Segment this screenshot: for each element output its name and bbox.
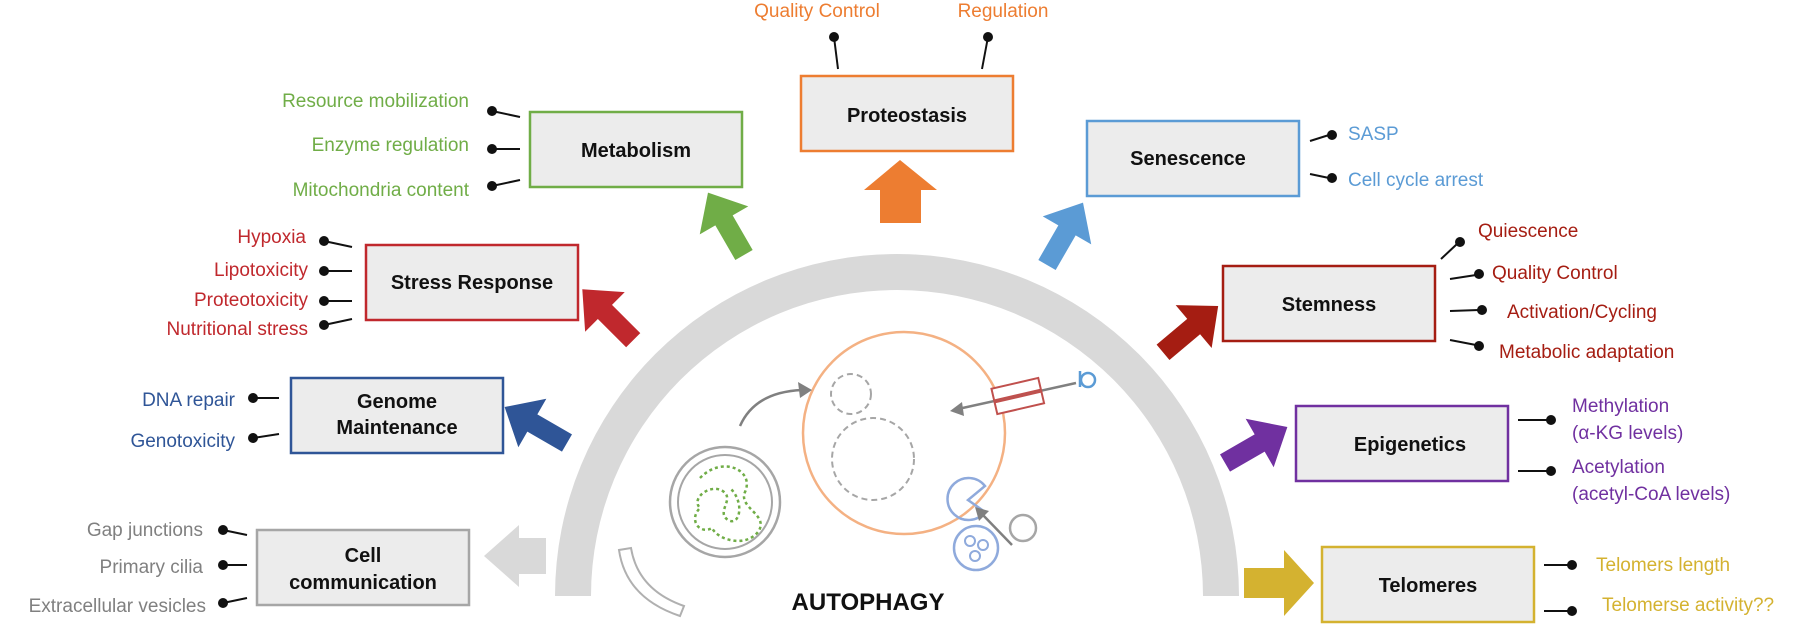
proteostasis-arrow bbox=[864, 160, 937, 223]
genome-box bbox=[289, 376, 505, 455]
epigenetics-item: (acetyl-CoA levels) bbox=[1572, 484, 1730, 505]
senescence-box bbox=[1085, 119, 1301, 198]
mvb-vesicle bbox=[977, 539, 989, 551]
epigenetics-item: (α-KG levels) bbox=[1572, 423, 1683, 444]
senescence-item: Cell cycle arrest bbox=[1348, 170, 1484, 191]
mvb-vesicle bbox=[964, 535, 976, 547]
lysosome bbox=[801, 330, 1007, 536]
stress-item: Proteotoxicity bbox=[194, 290, 309, 311]
transporter-icon bbox=[990, 376, 1046, 416]
mvb-vesicle bbox=[969, 550, 981, 562]
metabolism-item: Resource mobilization bbox=[282, 91, 469, 112]
cell-communication-label: Cell bbox=[345, 545, 382, 567]
fusion-arrowhead bbox=[798, 382, 812, 398]
epigenetics-item: Methylation bbox=[1572, 396, 1669, 417]
transporter-arrowhead bbox=[950, 402, 964, 416]
epigenetics-arrow bbox=[1220, 418, 1288, 472]
module-genome: Genome Maintenance DNA repair Genotoxici… bbox=[130, 376, 505, 455]
module-senescence: Senescence SASP Cell cycle arrest bbox=[1085, 119, 1484, 198]
genome-label: Genome bbox=[357, 391, 437, 413]
senescence-arrow bbox=[1038, 202, 1092, 270]
autophagy-arc bbox=[555, 254, 1239, 596]
cargo-squiggle bbox=[693, 465, 762, 543]
telomeres-arrow bbox=[1244, 550, 1314, 616]
stress-item: Hypoxia bbox=[237, 227, 306, 248]
stemness-label: Stemness bbox=[1282, 294, 1377, 316]
phagophore-crescent bbox=[617, 546, 686, 618]
module-proteostasis: Proteostasis Quality Control Regulation bbox=[754, 1, 1049, 153]
stemness-item: Activation/Cycling bbox=[1507, 302, 1657, 323]
vesicle-small bbox=[830, 373, 872, 415]
endosome-arrow bbox=[980, 512, 1013, 546]
stemness-arrow bbox=[1156, 305, 1219, 360]
stress-item: Nutritional stress bbox=[167, 319, 309, 340]
stemness-item: Quality Control bbox=[1492, 263, 1618, 284]
epigenetics-label: Epigenetics bbox=[1354, 434, 1466, 456]
genome-arrow bbox=[504, 398, 572, 452]
genome-label: Maintenance bbox=[336, 417, 457, 439]
telomeres-item: Telomers length bbox=[1596, 555, 1730, 576]
cell-communication-arrow bbox=[484, 525, 546, 587]
telomeres-box bbox=[1320, 545, 1536, 624]
autophagosome-outer bbox=[668, 445, 782, 559]
module-stress: Stress Response Hypoxia Lipotoxicity Pro… bbox=[167, 227, 580, 340]
stemness-item: Quiescence bbox=[1478, 221, 1578, 242]
genome-item: Genotoxicity bbox=[130, 431, 235, 452]
cell-communication-label: communication bbox=[289, 572, 437, 594]
vesicle-large bbox=[831, 417, 915, 501]
metabolism-item: Mitochondria content bbox=[293, 180, 470, 201]
autophagosome-inner bbox=[677, 454, 773, 550]
metabolism-item: Enzyme regulation bbox=[312, 135, 469, 156]
fusion-arrow bbox=[738, 388, 803, 427]
autophagy-illustration bbox=[668, 330, 1097, 572]
stress-label: Stress Response bbox=[391, 272, 553, 294]
module-stemness: Stemness Quiescence Quality Control Acti… bbox=[1221, 221, 1674, 363]
epigenetics-box bbox=[1294, 404, 1510, 483]
metabolism-label: Metabolism bbox=[581, 140, 691, 162]
epigenetics-item: Acetylation bbox=[1572, 457, 1665, 478]
endosome-arrowhead bbox=[975, 507, 989, 521]
stress-box bbox=[364, 243, 580, 322]
small-vesicle bbox=[1008, 513, 1038, 543]
cell-communication-item: Primary cilia bbox=[100, 557, 204, 578]
cell-communication-item: Gap junctions bbox=[87, 520, 203, 541]
telomeres-item: Telomerse activity?? bbox=[1602, 595, 1774, 616]
metabolism-box bbox=[528, 110, 744, 189]
module-cell-communication: Cell communication Gap junctions Primary… bbox=[29, 520, 471, 617]
senescence-label: Senescence bbox=[1130, 148, 1246, 170]
stress-item: Lipotoxicity bbox=[214, 260, 308, 281]
senescence-item: SASP bbox=[1348, 124, 1399, 145]
metabolism-arrow bbox=[699, 192, 753, 260]
stemness-box bbox=[1221, 264, 1437, 343]
module-telomeres: Telomeres Telomers length Telomerse acti… bbox=[1320, 545, 1774, 624]
stress-arrow bbox=[582, 289, 641, 348]
cell-communication-box bbox=[255, 528, 471, 607]
center-label: AUTOPHAGY bbox=[792, 589, 945, 616]
telomeres-label: Telomeres bbox=[1379, 575, 1478, 597]
genome-item: DNA repair bbox=[142, 390, 236, 411]
module-epigenetics: Epigenetics Methylation (α-KG levels) Ac… bbox=[1294, 396, 1730, 505]
proteostasis-item: Regulation bbox=[958, 1, 1049, 22]
cell-communication-item: Extracellular vesicles bbox=[29, 596, 206, 617]
nutrient-icon bbox=[1078, 371, 1097, 389]
stemness-item: Metabolic adaptation bbox=[1499, 342, 1674, 363]
proteostasis-item: Quality Control bbox=[754, 1, 880, 22]
proteostasis-label: Proteostasis bbox=[847, 105, 967, 127]
multivesicular-body bbox=[952, 524, 1000, 572]
module-metabolism: Metabolism Resource mobilization Enzyme … bbox=[282, 91, 744, 201]
proteostasis-box bbox=[799, 74, 1015, 153]
